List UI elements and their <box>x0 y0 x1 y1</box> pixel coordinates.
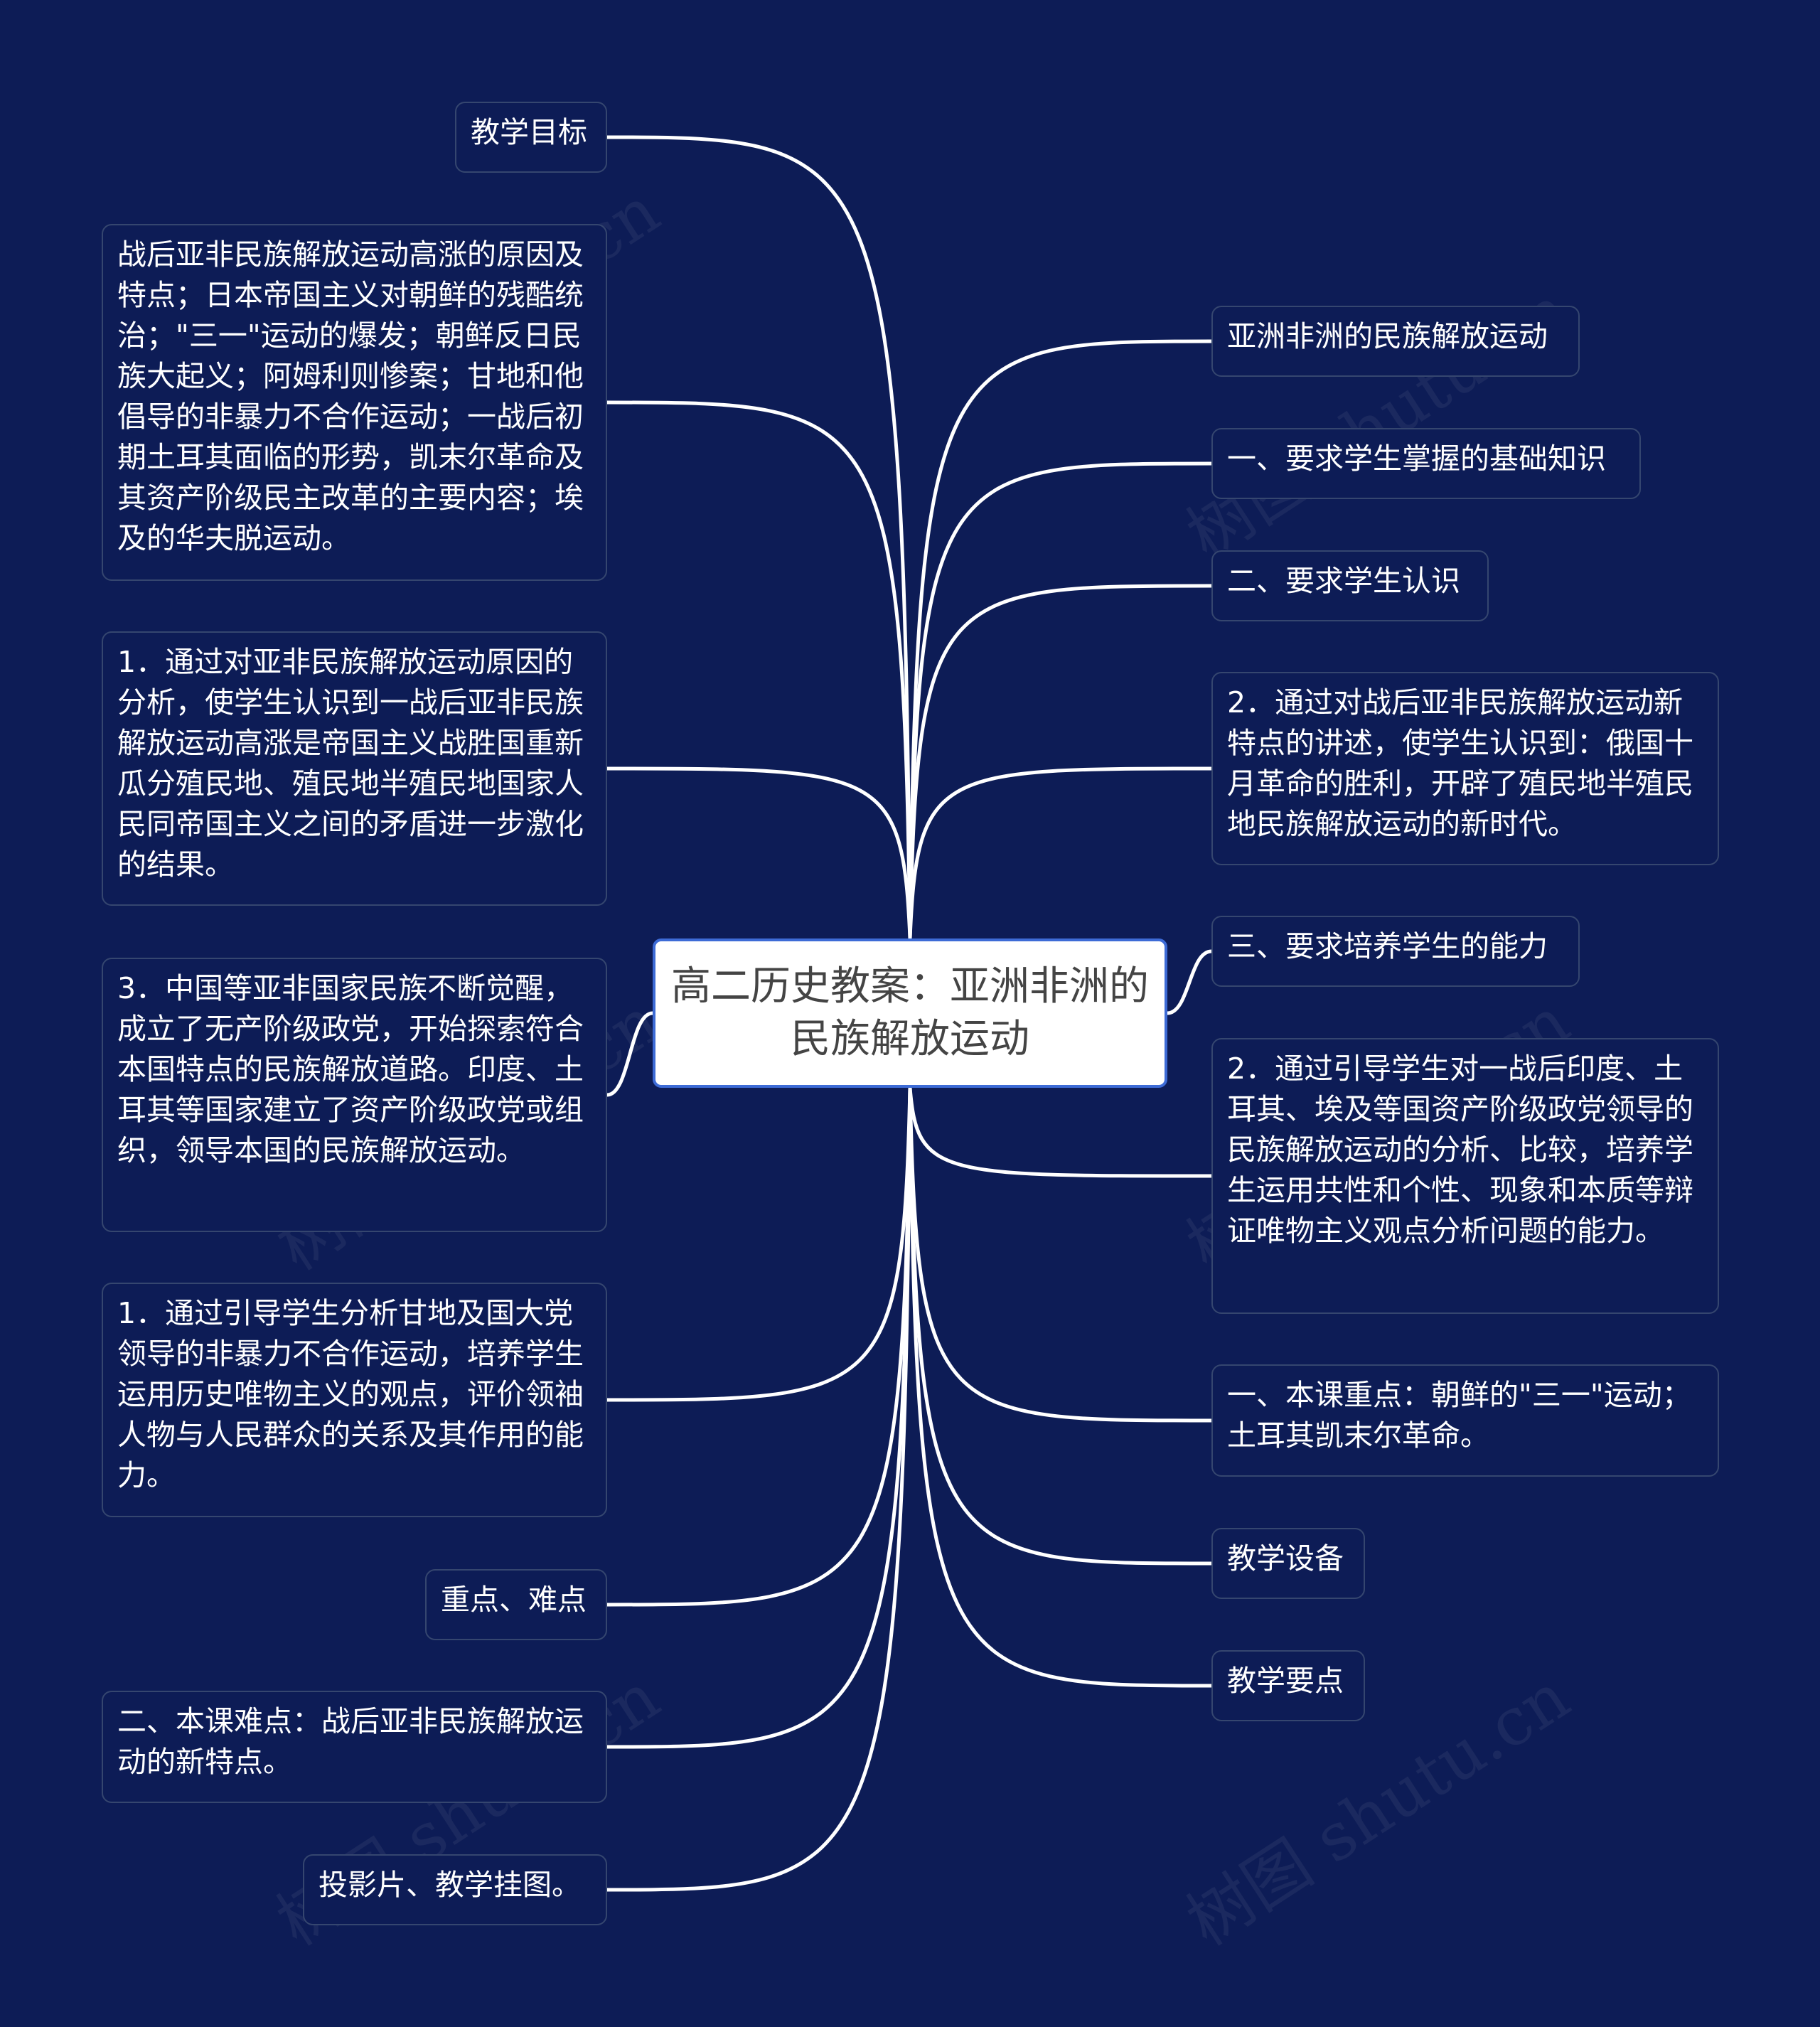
connector-left-1 <box>606 400 912 939</box>
topic-right-8[interactable]: 教学要点 <box>1211 1650 1365 1721</box>
connector-left-4 <box>606 1087 912 1402</box>
topic-right-1[interactable]: 一、要求学生掌握的基础知识 <box>1211 428 1641 499</box>
topic-left-2[interactable]: 1．通过对亚非民族解放运动原因的分析，使学生认识到一战后亚非民族解放运动高涨是帝… <box>102 631 607 906</box>
connector-right-6 <box>908 1087 1212 1423</box>
connector-left-0 <box>606 135 912 939</box>
topic-right-0[interactable]: 亚洲非洲的民族解放运动 <box>1211 306 1580 377</box>
topic-right-3[interactable]: 2．通过对战后亚非民族解放运动新特点的讲述，使学生认识到：俄国十月革命的胜利，开… <box>1211 672 1719 865</box>
connector-left-2 <box>606 766 912 939</box>
connector-right-0 <box>908 339 1212 939</box>
connector-left-5 <box>606 1087 912 1607</box>
topic-right-6[interactable]: 一、本课重点：朝鲜的"三一"运动；土耳其凯末尔革命。 <box>1211 1364 1719 1477</box>
topic-left-7[interactable]: 投影片、教学挂图。 <box>303 1854 607 1925</box>
connector-right-8 <box>908 1087 1212 1688</box>
connector-left-7 <box>606 1087 912 1892</box>
topic-left-3[interactable]: 3．中国等亚非国家民族不断觉醒，成立了无产阶级政党，开始探索符合本国特点的民族解… <box>102 958 607 1232</box>
topic-left-0[interactable]: 教学目标 <box>455 102 607 173</box>
connector-right-2 <box>908 584 1212 939</box>
root-topic[interactable]: 高二历史教案：亚洲非洲的民族解放运动 <box>653 938 1167 1088</box>
connector-left-3 <box>606 1011 653 1097</box>
connector-left-6 <box>606 1087 912 1749</box>
topic-right-5[interactable]: 2．通过引导学生对一战后印度、土耳其、埃及等国资产阶级政党领导的民族解放运动的分… <box>1211 1038 1719 1314</box>
topic-right-4[interactable]: 三、要求培养学生的能力 <box>1211 916 1580 987</box>
topic-left-4[interactable]: 1．通过引导学生分析甘地及国大党领导的非暴力不合作运动，培养学生运用历史唯物主义… <box>102 1283 607 1517</box>
connector-right-3 <box>908 766 1212 939</box>
topic-right-7[interactable]: 教学设备 <box>1211 1528 1365 1599</box>
topic-left-1[interactable]: 战后亚非民族解放运动高涨的原因及特点；日本帝国主义对朝鲜的残酷统治；"三一"运动… <box>102 224 607 581</box>
topic-right-2[interactable]: 二、要求学生认识 <box>1211 550 1489 621</box>
topic-left-5[interactable]: 重点、难点 <box>425 1569 607 1640</box>
connector-right-5 <box>908 1087 1212 1178</box>
topic-left-6[interactable]: 二、本课难点：战后亚非民族解放运动的新特点。 <box>102 1691 607 1803</box>
connector-right-1 <box>908 461 1212 939</box>
connector-right-7 <box>908 1087 1212 1566</box>
connector-right-4 <box>1167 949 1212 1015</box>
